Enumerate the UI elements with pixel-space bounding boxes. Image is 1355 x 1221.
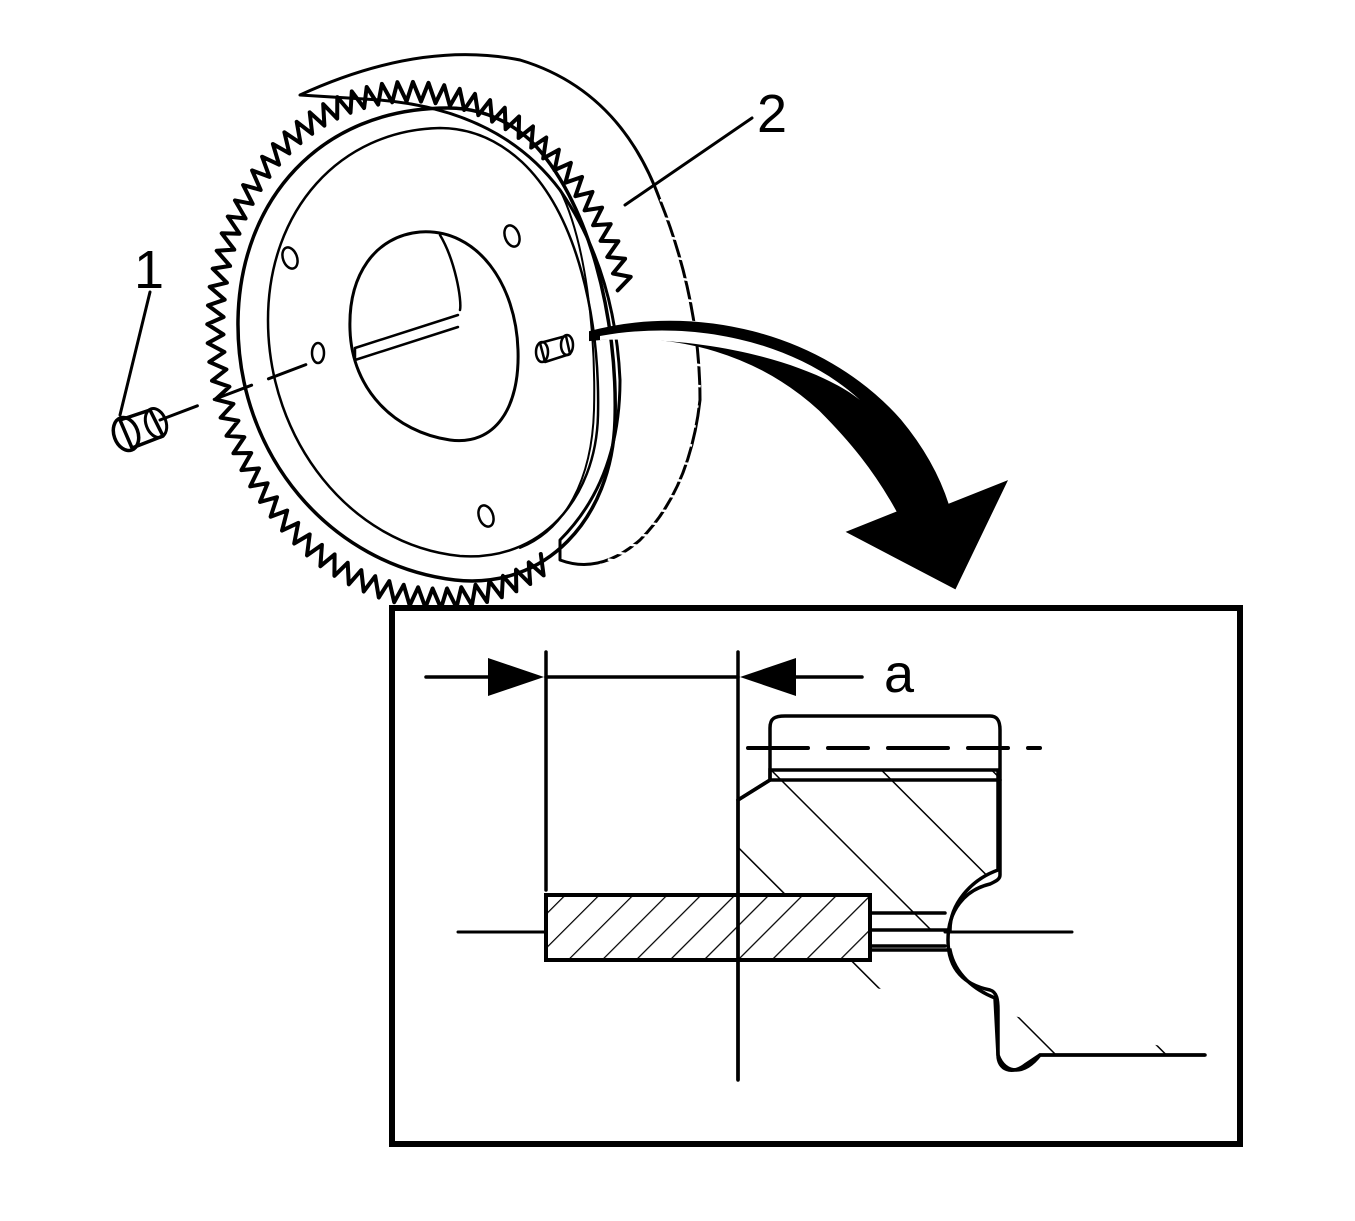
installed-dowel-pin [534,333,575,364]
gear-tooth-highlight [649,165,678,173]
gear-tooth-highlight [672,381,701,388]
gear-tooth-highlight [659,458,689,466]
gear-tooth-highlight [674,360,703,367]
gear-tooth-highlight [654,181,684,189]
gear-tooth-highlight [663,217,693,224]
gear-tooth-highlight [591,90,620,97]
gear-tooth-highlight [599,93,628,101]
dimension-a [424,658,864,696]
gear-tooth-highlight [670,401,699,408]
gear-front-teeth [205,79,633,611]
gear-tooth-highlight [599,563,628,571]
dowel-pin [111,358,320,453]
gear-hub-ring-inner [519,189,596,549]
gear-tooth-highlight [630,125,659,132]
gear-tooth-highlight [607,99,636,106]
gear-tooth-highlight [637,137,666,144]
gear-tooth-highlight [674,297,703,304]
gear-tooth-highlight [667,421,696,428]
gear-bolt-hole [503,224,521,248]
gear-tooth-highlight [654,475,684,483]
detail-arrow-highlight [600,330,860,400]
gear-bore-inner-edge [438,233,462,312]
gear-tooth-highlight [649,491,678,499]
camshaft-gear [205,53,704,611]
gear-tooth-highlight [643,506,672,514]
alignment-dash-line [158,358,320,422]
gear-keyway [353,313,460,362]
detail-arrow [589,320,1009,590]
dimension-label-a: a [884,644,915,704]
gear-front-face [236,106,617,583]
detail-view: a [389,605,1243,1147]
gear-section-outline [768,714,1207,1072]
gear-tooth-highlight [607,558,636,565]
dowel-pin-section [544,893,872,962]
gear-tooth-highlight [667,236,696,243]
gear-tooth-highlight [643,150,672,158]
gear-tooth-highlight [670,256,699,263]
gear-back-teeth [298,53,704,574]
callout-1: 1 [134,240,164,300]
gear-tooth-highlight [623,115,652,122]
gear-tooth-highlight [659,198,689,206]
gear-tooth-highlight [637,520,666,527]
leader-line-2 [623,116,754,207]
gear-tooth-highlight [672,276,701,283]
gear-center-bore [348,230,520,443]
gear-tooth-highlight [615,106,644,113]
gear-bolt-hole [281,246,299,270]
gear-dowel-hole [310,341,326,365]
gear-bolt-hole [477,504,495,528]
gear-hub-ring [266,126,600,558]
gear-tooth-highlight [623,542,652,549]
gear-tooth-highlight [663,440,693,447]
gear-tooth-highlight [615,551,644,558]
leader-line-1 [118,290,152,417]
gear-tooth-highlight [630,532,659,539]
callout-2: 2 [757,84,787,144]
gear-tooth-highlight [591,567,620,574]
